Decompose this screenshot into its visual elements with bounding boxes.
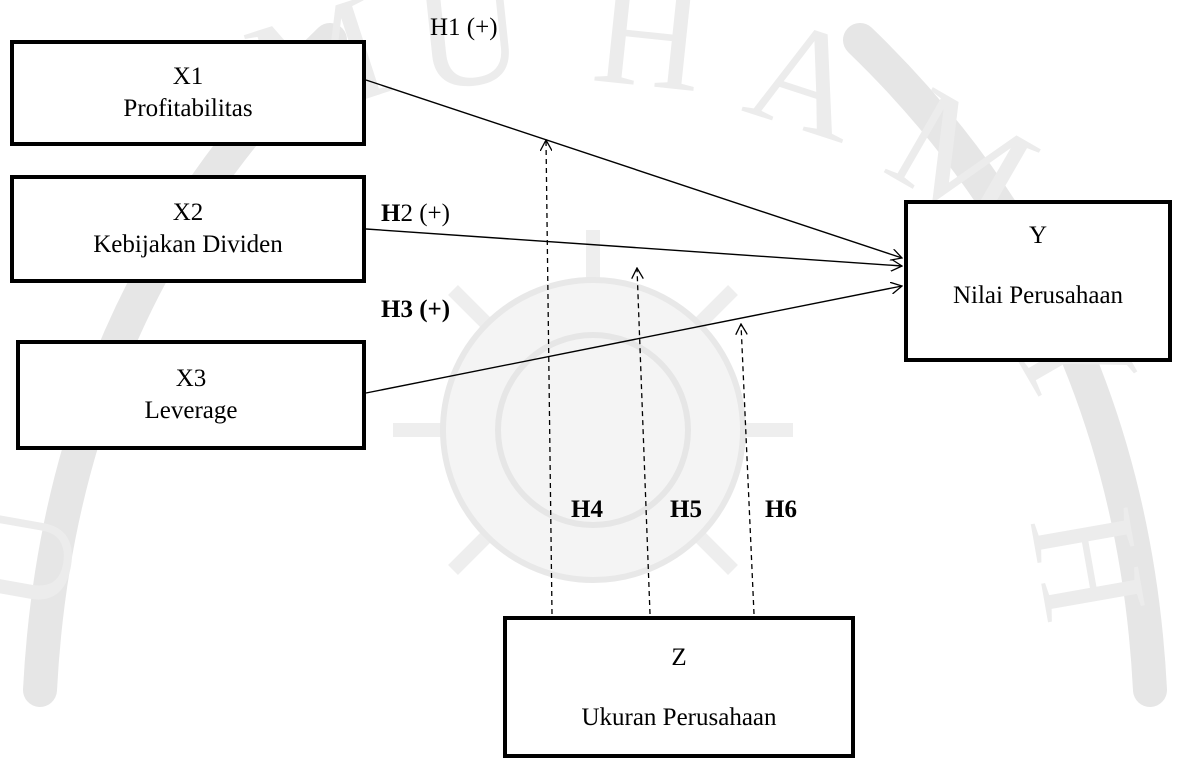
hypothesis-h2-rest: 2 (+) (400, 200, 450, 227)
arrow-x2-to-y (365, 228, 902, 266)
node-x3-code: X3 (175, 365, 207, 392)
node-y-name: Nilai Perusahaan (952, 282, 1124, 309)
arrow-x3-to-y (365, 286, 902, 394)
node-z-ukuran-perusahaan: Z Ukuran Perusahaan (503, 616, 855, 758)
node-x2-kebijakan-dividen: X2 Kebijakan Dividen (10, 175, 366, 283)
node-x1-name: Profitabilitas (123, 95, 253, 122)
hypothesis-h3-label: H3 (+) (381, 296, 451, 323)
node-x2-code: X2 (172, 199, 204, 226)
hypothesis-h1-label: H1 (+) (430, 14, 498, 41)
node-x1-profitabilitas: X1 Profitabilitas (10, 40, 366, 146)
hypothesis-h5-label: H5 (670, 496, 702, 523)
arrow-z-h4 (546, 140, 553, 615)
node-z-code: Z (671, 644, 687, 671)
node-z-name: Ukuran Perusahaan (581, 704, 777, 731)
hypothesis-h2-code: H (381, 200, 401, 227)
hypothesis-h6-label: H6 (765, 496, 797, 523)
svg-text:U: U (406, 0, 531, 123)
arrow-x1-to-y (365, 79, 902, 258)
node-x2-name: Kebijakan Dividen (93, 231, 283, 258)
hypothesis-h4-label: H4 (571, 496, 603, 523)
hypothesis-h2-label: H2 (+) (381, 200, 450, 228)
node-y-nilai-perusahaan: Y Nilai Perusahaan (904, 200, 1172, 362)
svg-text:H: H (587, 0, 712, 124)
arrow-z-h5 (637, 268, 651, 615)
node-y-code: Y (1028, 222, 1048, 249)
node-x3-name: Leverage (144, 397, 238, 424)
node-x3-leverage: X3 Leverage (16, 340, 366, 450)
arrow-z-h6 (741, 324, 755, 615)
node-x1-code: X1 (172, 63, 204, 90)
